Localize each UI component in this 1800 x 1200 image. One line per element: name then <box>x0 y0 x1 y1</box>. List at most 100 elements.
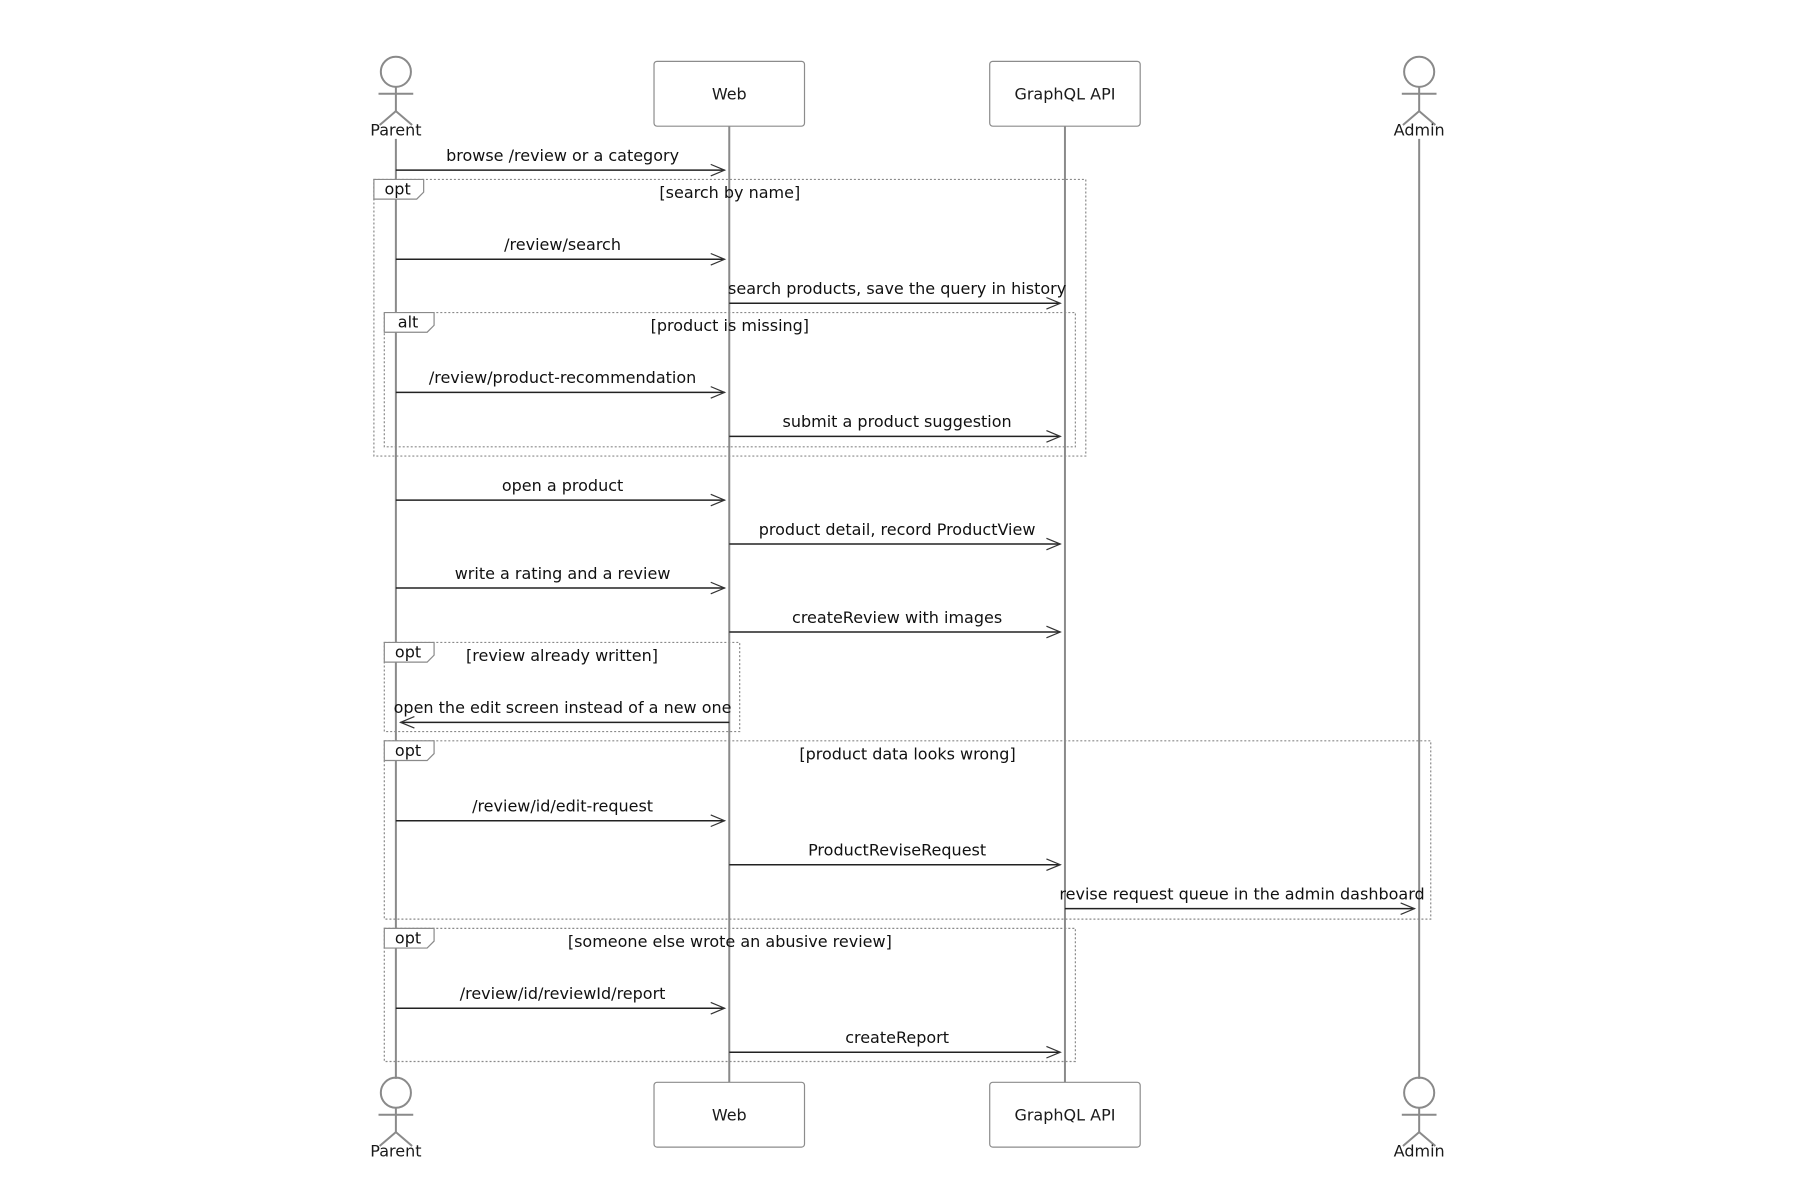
message: browse /review or a category <box>395 146 727 177</box>
message: open the edit screen instead of a new on… <box>394 698 732 729</box>
actor-leg <box>379 110 397 126</box>
participant-label: GraphQL API <box>1014 85 1115 104</box>
message: search products, save the query in histo… <box>728 279 1066 310</box>
arrowhead-icon <box>1046 430 1062 443</box>
message: product detail, record ProductView <box>729 520 1062 551</box>
fragment-condition: [product data looks wrong] <box>799 744 1015 763</box>
fragment-tab <box>383 740 435 762</box>
actor-leg <box>379 1131 397 1147</box>
message: ProductReviseRequest <box>729 840 1062 872</box>
arrowhead-icon <box>1046 858 1062 872</box>
fragment-frame <box>383 927 1076 1063</box>
fragment-frame <box>383 641 741 733</box>
participant-label: Web <box>712 85 747 104</box>
message-label: /review/product-recommendation <box>429 368 696 387</box>
participant-label: Web <box>712 1106 747 1125</box>
message-label: write a rating and a review <box>455 564 671 583</box>
fragment-alt: alt[product is missing] <box>383 311 1076 448</box>
fragment-condition: [review already written] <box>466 646 658 665</box>
fragment-keyword: opt <box>395 741 421 760</box>
arrowhead-icon <box>1046 296 1062 310</box>
fragment-tab <box>383 311 435 333</box>
message: open a product <box>395 476 727 507</box>
actor-admin-bottom: Admin <box>1394 1076 1445 1160</box>
message: createReview with images <box>729 608 1062 639</box>
participant-label: Admin <box>1394 120 1445 139</box>
fragment-tab <box>383 927 435 949</box>
message-label: ProductReviseRequest <box>808 840 986 859</box>
participant-box <box>653 1081 806 1148</box>
participant-box <box>989 1081 1141 1148</box>
actor-admin-top: Admin <box>1394 55 1445 139</box>
arrowhead-icon <box>1046 1045 1062 1059</box>
message: createReport <box>729 1028 1062 1059</box>
fragment-opt: opt [search by name] <box>373 178 1087 457</box>
message: /review/id/reviewId/report <box>395 984 727 1015</box>
actor-leg <box>1418 110 1437 126</box>
participant-box-web-bottom: Web <box>653 1081 806 1148</box>
participant-label: Parent <box>370 1141 421 1160</box>
arrowhead-icon <box>1400 902 1417 916</box>
fragment-condition: [search by name] <box>659 183 800 202</box>
arrowhead-icon <box>1046 625 1062 639</box>
message: write a rating and a review <box>395 564 727 595</box>
arrowhead-icon <box>398 715 415 729</box>
actor-head-icon <box>379 1076 412 1109</box>
fragment-tab <box>383 641 435 663</box>
fragment-opt: opt[someone else wrote an abusive review… <box>383 927 1076 1063</box>
participant-box-web-top: Web <box>653 60 806 127</box>
fragments: opt [search by name] alt[product is missin… <box>373 178 1432 1063</box>
lifelines <box>394 125 1421 1083</box>
message-label: open the edit screen instead of a new on… <box>394 698 732 717</box>
arrowhead-icon <box>710 163 727 177</box>
actor-head-icon <box>1403 55 1436 88</box>
message-label: product detail, record ProductView <box>759 520 1036 539</box>
arrowhead-icon <box>710 814 727 828</box>
fragment-keyword: opt <box>385 179 411 198</box>
fragment-keyword: opt <box>395 642 421 661</box>
message: /review/product-recommendation <box>395 368 727 399</box>
message-label: browse /review or a category <box>446 146 679 165</box>
message: revise request queue in the admin dashbo… <box>1059 884 1425 916</box>
arrowhead-icon <box>710 1001 727 1015</box>
message: /review/id/edit-request <box>395 796 727 828</box>
participant-box-api-top: GraphQL API <box>989 60 1141 127</box>
participant-box <box>989 60 1141 127</box>
message-label: open a product <box>502 476 623 495</box>
fragment-frame <box>373 178 1087 457</box>
actor-leg <box>1402 110 1420 126</box>
participant-label: GraphQL API <box>1014 1106 1115 1125</box>
participant-box-api-bottom: GraphQL API <box>989 1081 1141 1148</box>
fragment-frame <box>383 311 1076 448</box>
actor-leg <box>395 1131 413 1147</box>
message-label: revise request queue in the admin dashbo… <box>1059 884 1424 903</box>
message-label: /review/id/reviewId/report <box>460 984 666 1003</box>
actor-leg <box>1418 1131 1437 1147</box>
fragment-frame <box>383 740 1432 920</box>
arrowhead-icon <box>710 493 727 507</box>
participant-label: Admin <box>1394 1141 1445 1160</box>
message-label: /review/search <box>504 235 621 254</box>
actor-head-icon <box>1403 1076 1436 1109</box>
arrowhead-icon <box>1046 537 1062 551</box>
actor-leg <box>1402 1131 1420 1147</box>
message-label: createReview with images <box>792 608 1002 627</box>
message-label: createReport <box>845 1028 949 1047</box>
fragment-opt: opt [review already written] <box>383 641 741 733</box>
message-label: /review/id/edit-request <box>472 796 653 815</box>
actor-parent-top: Parent <box>370 55 421 139</box>
fragment-tab <box>373 178 425 200</box>
fragment-condition: [someone else wrote an abusive review] <box>568 932 892 951</box>
messages: browse /review or a category/review/sear… <box>394 146 1425 1059</box>
actor-head-icon <box>379 55 412 88</box>
message: submit a product suggestion <box>729 412 1062 443</box>
fragment-keyword: alt <box>398 313 419 332</box>
participant-label: Parent <box>370 120 421 139</box>
arrowhead-icon <box>710 581 727 595</box>
actor-leg <box>395 110 413 126</box>
arrowhead-icon <box>710 386 727 399</box>
message-label: submit a product suggestion <box>783 412 1012 431</box>
message: /review/search <box>395 235 727 266</box>
